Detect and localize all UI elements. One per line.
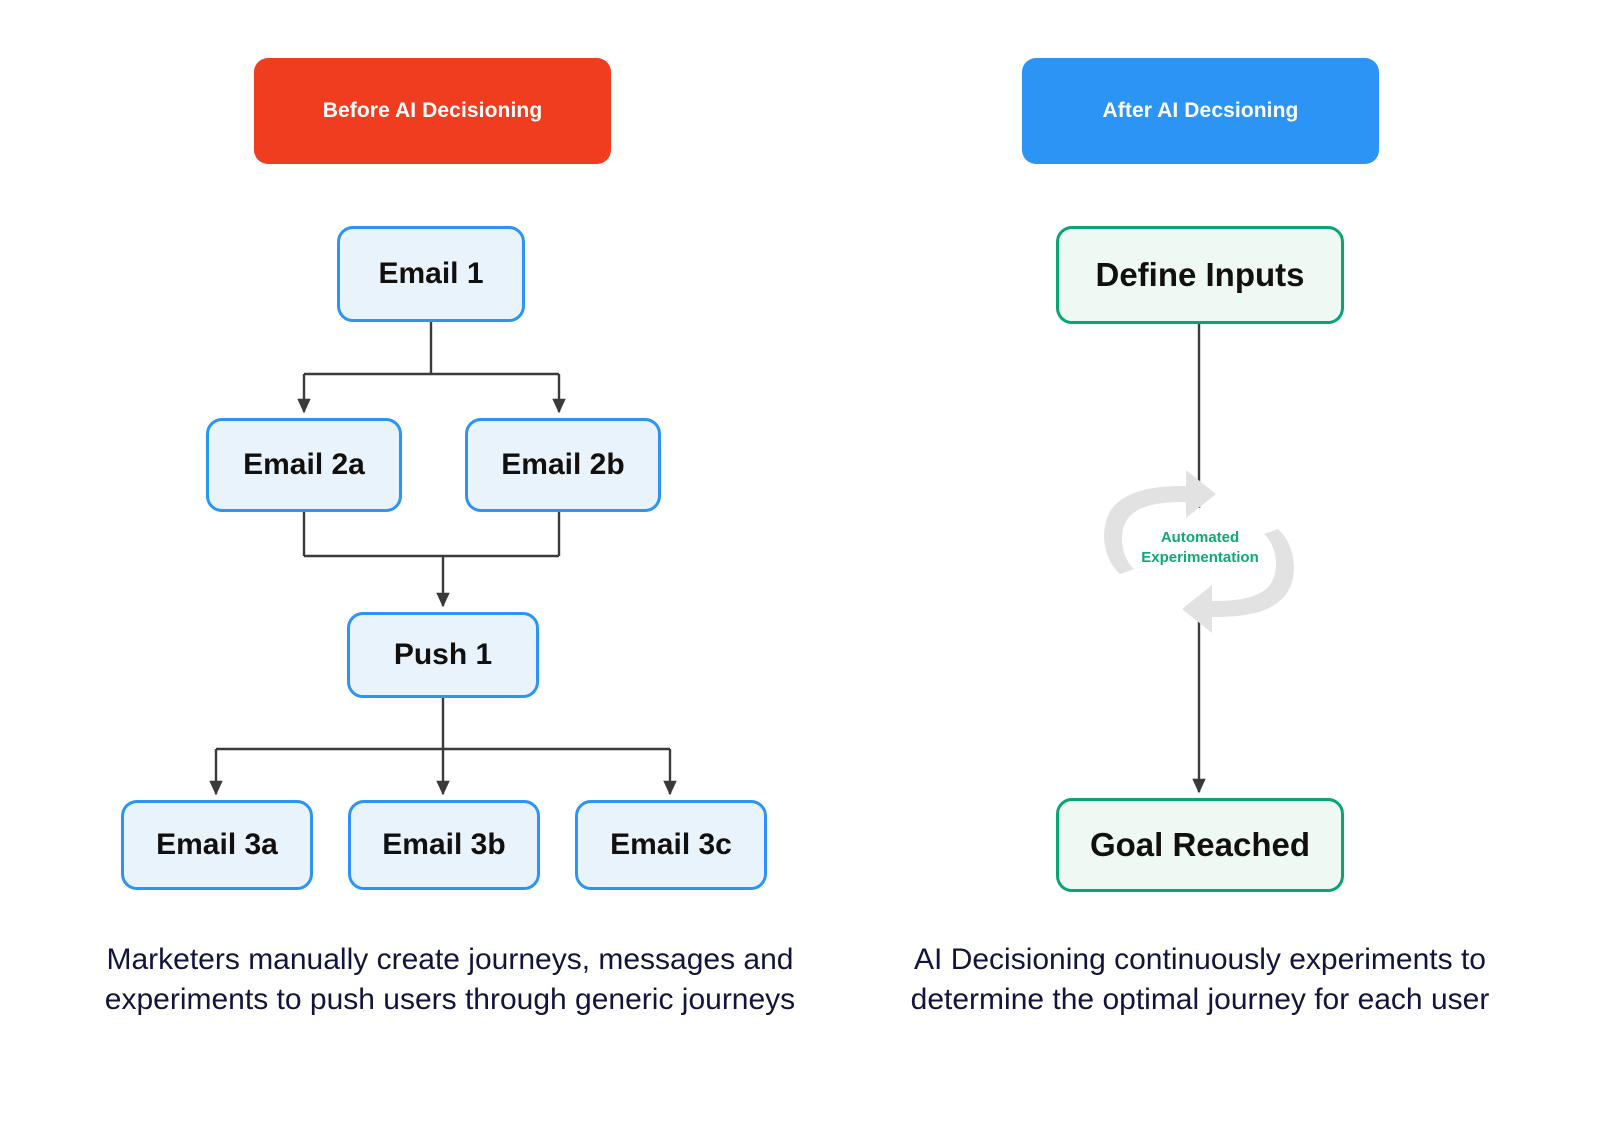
header-pill-after: After AI Decsioning [1022, 58, 1379, 164]
node-label: Goal Reached [1089, 825, 1311, 863]
node-label: Define Inputs [1095, 255, 1305, 293]
node-label: Email 2b [501, 448, 625, 482]
header-label-after: After AI Decsioning [1102, 99, 1299, 122]
node-label: Email 3c [610, 828, 732, 862]
node-label: Email 1 [378, 257, 484, 291]
node-email-2b[interactable]: Email 2b [465, 418, 661, 512]
node-label: Email 3a [156, 828, 278, 862]
node-label: Email 3b [382, 828, 506, 862]
node-define-inputs[interactable]: Define Inputs [1056, 226, 1344, 324]
loop-label-line-1: Automated [1160, 529, 1240, 546]
node-email-1[interactable]: Email 1 [337, 226, 525, 322]
node-goal-reached[interactable]: Goal Reached [1056, 798, 1344, 892]
node-email-3a[interactable]: Email 3a [121, 800, 313, 890]
node-email-2a[interactable]: Email 2a [206, 418, 402, 512]
node-label: Email 2a [243, 448, 365, 482]
loop-label: Automated Experimentation [1110, 528, 1290, 569]
node-email-3b[interactable]: Email 3b [348, 800, 540, 890]
node-push-1[interactable]: Push 1 [347, 612, 539, 698]
node-email-3c[interactable]: Email 3c [575, 800, 767, 890]
node-label: Push 1 [393, 638, 493, 672]
caption-before: Marketers manually create journeys, mess… [104, 943, 796, 1016]
caption-after: AI Decisioning continuously experiments … [910, 943, 1490, 1016]
header-pill-before: Before AI Decisioning [254, 58, 611, 164]
loop-label-line-2: Experimentation [1141, 549, 1259, 567]
header-label-before: Before AI Decisioning [322, 99, 543, 122]
